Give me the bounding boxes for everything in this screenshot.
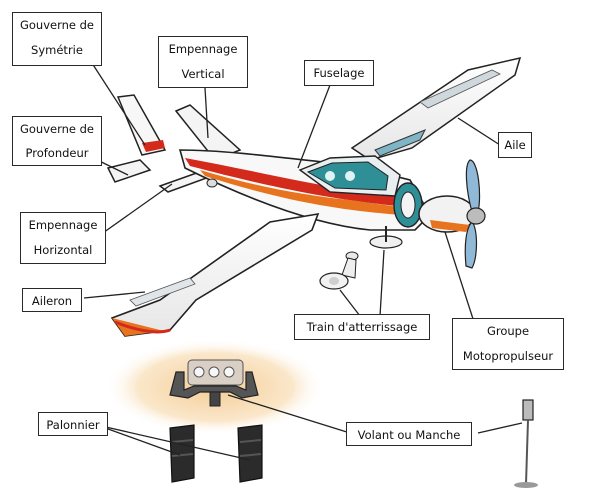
label-aileron: Aileron — [22, 288, 82, 312]
landing-gear — [206, 178, 403, 290]
label-gouverne-profondeur-line2: Profondeur — [25, 146, 89, 160]
label-volant-manche: Volant ou Manche — [346, 422, 472, 446]
cockpit-controls — [105, 339, 325, 483]
left-pedal — [169, 424, 195, 483]
label-gouverne-symetrie-line2: Symétrie — [31, 43, 83, 57]
label-empennage-vertical-line2: Vertical — [181, 67, 225, 81]
label-gouverne-profondeur-line1: Gouverne de — [19, 122, 95, 136]
left-wing — [110, 212, 320, 337]
label-train-atterrissage-text: Train d'atterrissage — [306, 320, 418, 334]
label-gouverne-symetrie: Gouverne de Symétrie — [12, 12, 102, 66]
label-aile-text: Aile — [504, 138, 526, 152]
label-gouverne-profondeur: Gouverne de Profondeur — [12, 116, 102, 166]
label-palonnier-text: Palonnier — [46, 418, 100, 432]
label-groupe-motopropulseur-line2: Motopropulseur — [462, 349, 554, 363]
vertical-tail — [116, 94, 242, 161]
label-volant-manche-text: Volant ou Manche — [357, 428, 461, 442]
connector-lines — [83, 59, 523, 461]
label-train-atterrissage: Train d'atterrissage — [294, 314, 430, 340]
right-pedal — [237, 424, 263, 483]
engine-propeller — [418, 159, 486, 269]
label-empennage-horizontal: Empennage Horizontal — [20, 212, 106, 264]
label-groupe-motopropulseur-line1: Groupe — [486, 324, 530, 338]
right-wing — [350, 56, 522, 161]
wing-flap — [374, 129, 427, 157]
label-aile: Aile — [498, 132, 532, 158]
label-aileron-text: Aileron — [31, 294, 73, 308]
label-gouverne-symetrie-line1: Gouverne de — [19, 18, 95, 32]
fuselage — [178, 149, 431, 231]
label-palonnier: Palonnier — [38, 412, 108, 436]
label-empennage-horizontal-line1: Empennage — [28, 218, 98, 232]
label-fuselage-text: Fuselage — [313, 66, 365, 80]
control-stick — [514, 399, 538, 488]
aileron-surface — [129, 277, 196, 307]
label-empennage-horizontal-line2: Horizontal — [33, 243, 93, 257]
label-fuselage: Fuselage — [304, 60, 374, 86]
label-groupe-motopropulseur: Groupe Motopropulseur — [452, 318, 564, 370]
label-empennage-vertical-line1: Empennage — [168, 42, 238, 56]
label-empennage-vertical: Empennage Vertical — [158, 36, 248, 88]
